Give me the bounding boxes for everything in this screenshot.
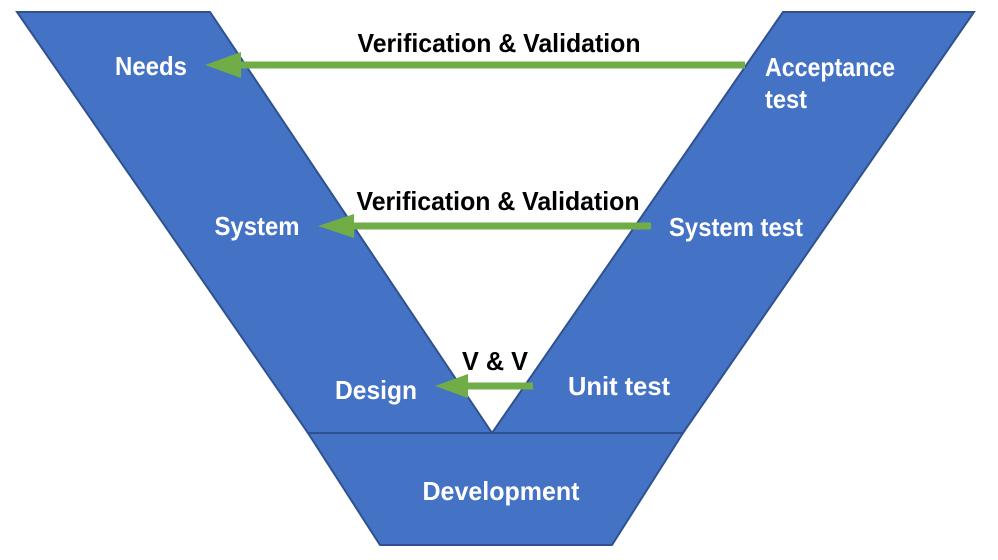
vv-arrow-top — [205, 52, 745, 78]
vv-label-bottom: V & V — [462, 346, 529, 376]
label-system: System — [215, 211, 300, 241]
label-needs: Needs — [115, 51, 187, 81]
label-design: Design — [335, 375, 417, 405]
vv-arrow-bottom — [435, 374, 533, 398]
vv-arrow-middle-arrowhead-icon — [318, 214, 354, 238]
label-development: Development — [423, 476, 580, 506]
vv-arrow-top-arrowhead-icon — [205, 52, 241, 78]
label-system-test: System test — [669, 212, 803, 242]
development-base-shape — [306, 432, 685, 546]
label-unit-test: Unit test — [568, 371, 670, 401]
vv-label-top: Verification & Validation — [358, 28, 641, 58]
vv-arrow-bottom-arrowhead-icon — [435, 374, 468, 398]
vv-label-middle: Verification & Validation — [357, 186, 640, 216]
vv-arrow-middle — [318, 214, 651, 238]
label-acceptance-test-line1: Acceptance — [765, 52, 895, 82]
label-acceptance-test-line2: test — [765, 84, 807, 114]
